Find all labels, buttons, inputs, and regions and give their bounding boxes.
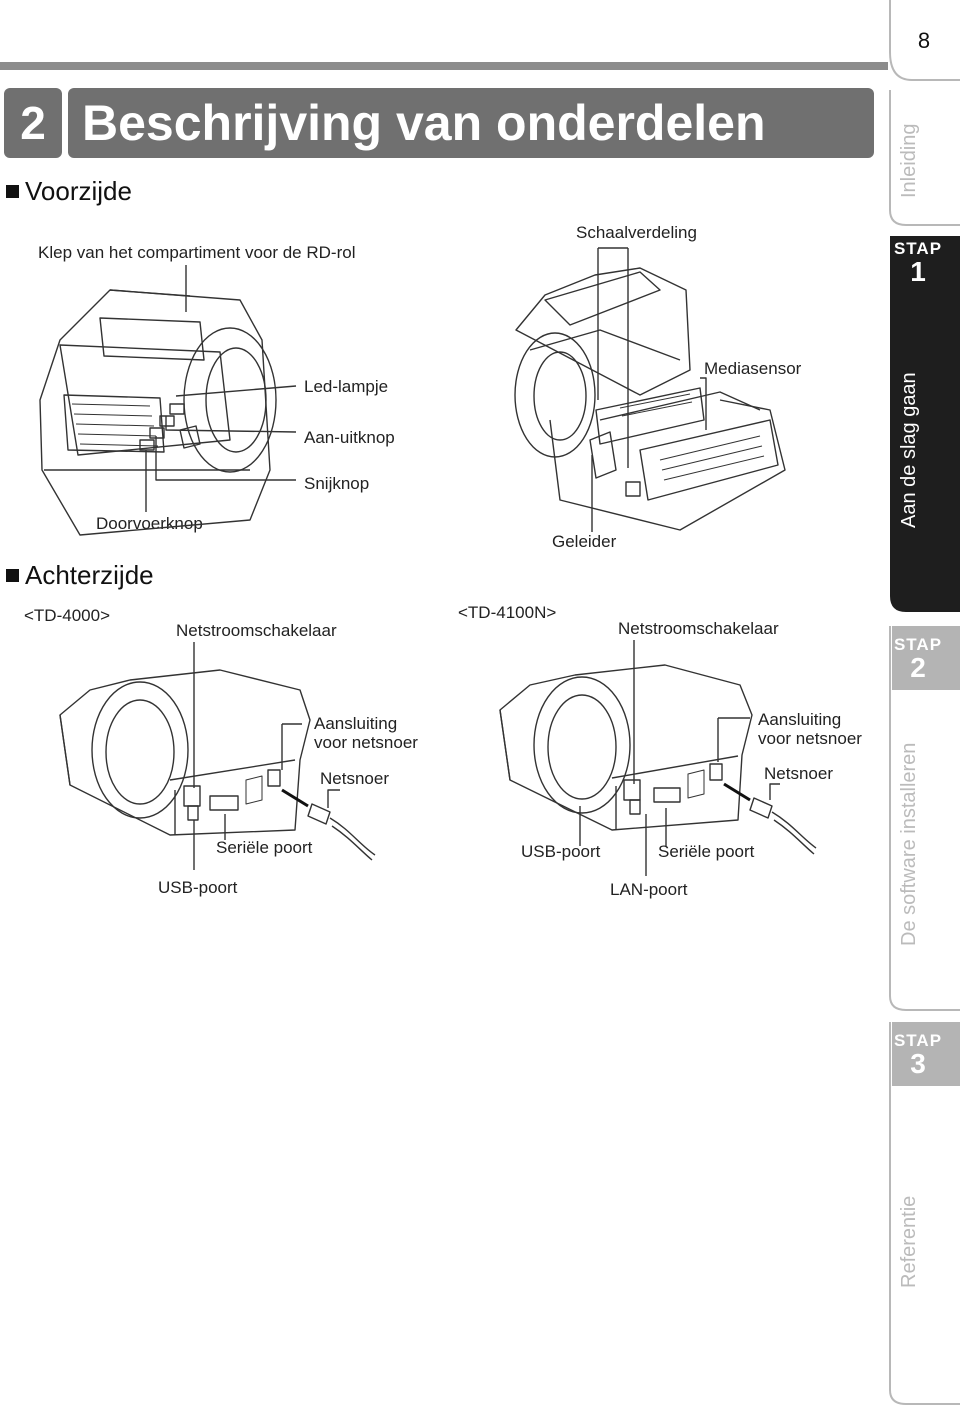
label-netsnoer-right: Netsnoer [764, 764, 833, 783]
tab-stap2-badge[interactable]: STAP 2 [893, 635, 943, 683]
printer-back-right [499, 664, 817, 855]
label-led: Led-lampje [304, 377, 389, 396]
label-usb-left: USB-poort [158, 878, 238, 897]
label-model-td4000: <TD-4000> [24, 606, 110, 625]
label-aan-uit: Aan-uitknop [304, 428, 395, 447]
label-model-td4100n: <TD-4100N> [458, 603, 557, 622]
label-netstroom-left: Netstroomschakelaar [176, 621, 337, 640]
label-serieel-right: Seriële poort [658, 842, 755, 861]
label-geleider: Geleider [552, 532, 617, 551]
label-mediasensor: Mediasensor [704, 359, 802, 378]
printer-back-left [59, 669, 376, 861]
label-schaalverdeling: Schaalverdeling [576, 223, 697, 242]
label-netstroom-right: Netstroomschakelaar [618, 619, 779, 638]
printer-front-open [514, 267, 786, 531]
chapter-title: Beschrijving van onderdelen [68, 88, 874, 158]
tab-stap1-text[interactable]: Aan de slag gaan [898, 372, 920, 528]
chapter-number: 2 [4, 88, 62, 158]
label-usb-right: USB-poort [521, 842, 601, 861]
section-back: Achterzijde [6, 560, 154, 591]
label-serieel-left: Seriële poort [216, 838, 313, 857]
header-rule [0, 62, 888, 70]
bullet-square-icon [6, 569, 19, 582]
section-front: Voorzijde [6, 176, 132, 207]
tab-stap3-text[interactable]: Referentie [898, 1195, 920, 1288]
tab-stap3-badge[interactable]: STAP 3 [893, 1031, 943, 1079]
side-tab-background [889, 0, 960, 1405]
page-number: 8 [917, 28, 931, 53]
label-lan-right: LAN-poort [610, 880, 688, 899]
label-snijknop: Snijknop [304, 474, 370, 493]
tab-inleiding[interactable]: Inleiding [898, 123, 920, 198]
printer-front-closed [39, 289, 277, 536]
label-doorvoerknop: Doorvoerknop [96, 514, 203, 533]
tab-stap1-badge[interactable]: STAP 1 [893, 239, 943, 287]
tab-stap2-text[interactable]: De software installeren [898, 742, 920, 946]
printer-illustrations [39, 247, 817, 876]
label-klep: Klep van het compartiment voor de RD-rol [38, 243, 356, 262]
label-netsnoer-left: Netsnoer [320, 769, 389, 788]
bullet-square-icon [6, 185, 19, 198]
